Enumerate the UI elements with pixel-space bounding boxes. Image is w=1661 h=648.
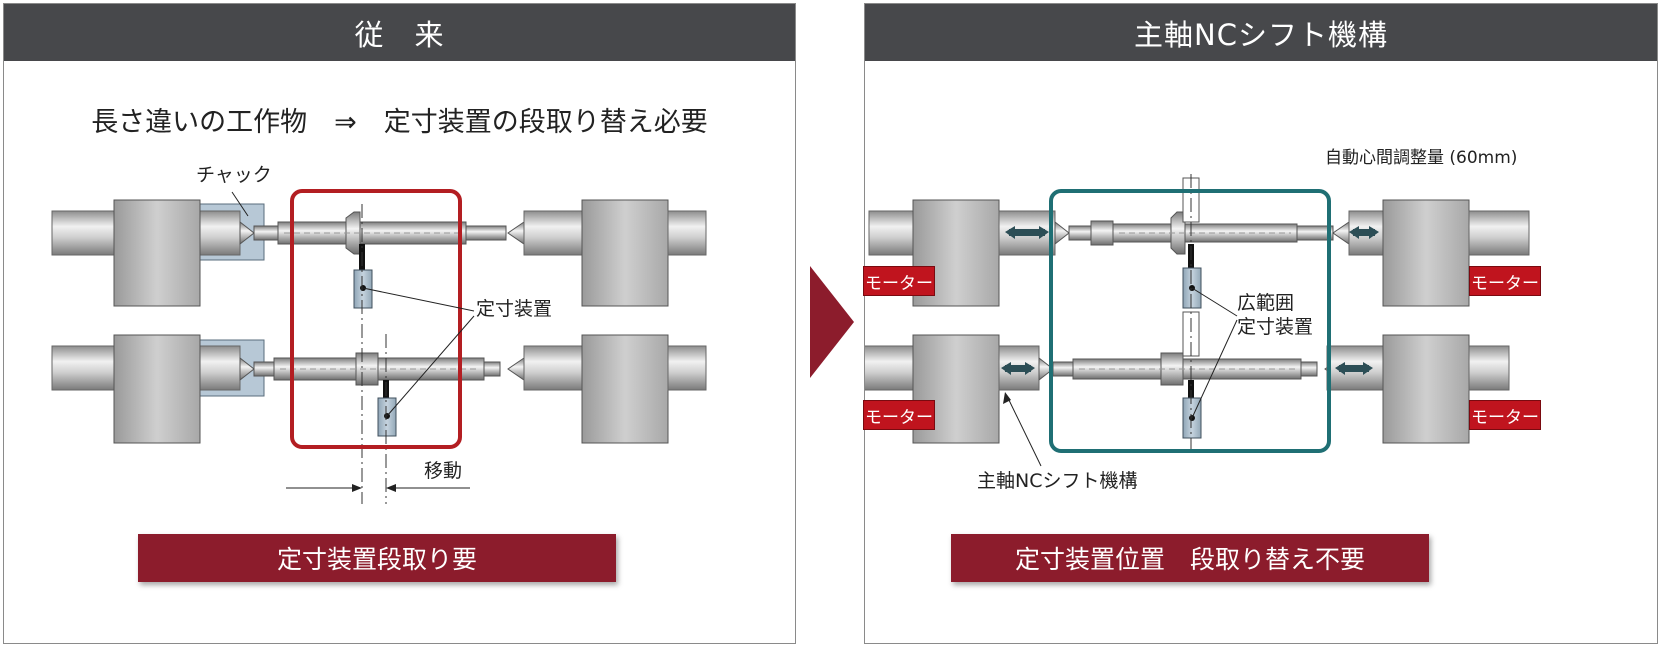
adjust-amount-label: 自動心間調整量 (60mm) <box>1325 148 1518 168</box>
move-label: 移動 <box>424 460 463 482</box>
conventional-banner: 定寸装置段取り要 <box>138 534 616 582</box>
upper-row-machine <box>51 199 707 309</box>
wide-gauge-label-line2: 定寸装置 <box>1237 315 1314 338</box>
nc-shift-banner: 定寸装置位置 段取り替え不要 <box>951 534 1429 582</box>
conventional-headline: 長さ違いの工作物 ⇒ 定寸装置の段取り替え必要 <box>91 107 708 138</box>
conventional-header: 従 来 <box>4 4 795 61</box>
nc-upper-row <box>868 177 1530 309</box>
gauge-label: 定寸装置 <box>476 298 553 320</box>
nc-shift-header: 主軸NCシフト機構 <box>865 4 1657 61</box>
nc-shift-panel: 主軸NCシフト機構 自動心間調整量 (60mm) <box>863 3 1658 644</box>
headstock-box <box>113 199 201 307</box>
motor-label-left-upper: モーター <box>863 266 935 296</box>
wide-gauge-label-line1: 広範囲 <box>1237 292 1295 314</box>
motor-label-left-lower: モーター <box>863 400 935 430</box>
nc-gauge-frame <box>1049 189 1331 453</box>
tailstock-box <box>581 199 669 307</box>
conventional-gauge-frame <box>290 189 462 449</box>
transition-arrow <box>810 266 854 378</box>
conventional-machine-diagram <box>51 189 707 504</box>
wide-gauge-label: 広範囲 定寸装置 <box>1237 292 1313 340</box>
chuck-label: チャック <box>196 164 272 186</box>
lower-row-machine <box>51 334 707 444</box>
motor-label-right-upper: モーター <box>1469 266 1541 296</box>
conventional-panel: 従 来 長さ違いの工作物 ⇒ 定寸装置の段取り替え必要 <box>3 3 796 644</box>
nc-shift-machine-diagram <box>865 174 1530 467</box>
nc-lower-row <box>865 311 1510 444</box>
nc-shift-mechanism-label: 主軸NCシフト機構 <box>977 470 1138 492</box>
motor-label-right-lower: モーター <box>1469 400 1541 430</box>
